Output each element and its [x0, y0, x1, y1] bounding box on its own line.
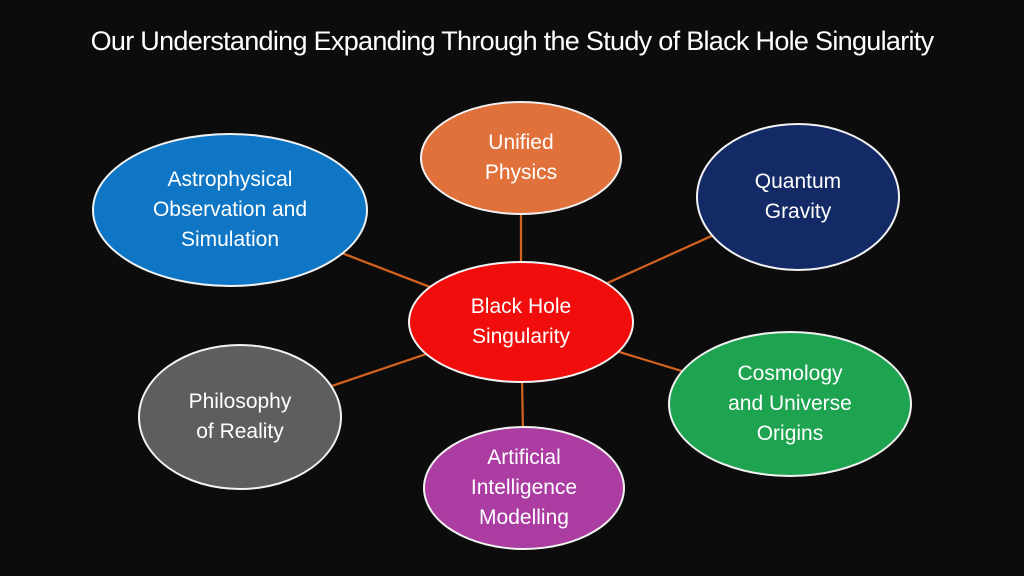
label-line: Singularity [471, 325, 571, 348]
label-line: Black Hole [470, 295, 572, 318]
label-line: Origins [756, 422, 824, 445]
label-line: Artificial [487, 446, 561, 469]
node-cosmology-origins: Cosmology and Universe Origins [668, 331, 912, 477]
node-label-astrophysical-observation: Astrophysical Observation and Simulation [153, 165, 307, 255]
node-label-philosophy-reality: Philosophy of Reality [189, 387, 292, 447]
node-label-black-hole-singularity: Black Hole Singularity [471, 292, 571, 352]
label-line: Unified [488, 131, 554, 154]
label-line: Modelling [479, 506, 569, 529]
node-quantum-gravity: Quantum Gravity [696, 123, 900, 271]
label-line: Intelligence [470, 476, 578, 499]
label-line: Gravity [764, 200, 832, 223]
slide-title: Our Understanding Expanding Through the … [90, 26, 935, 56]
node-label-unified-physics: Unified Physics [485, 128, 557, 188]
node-label-cosmology-origins: Cosmology and Universe Origins [728, 359, 852, 449]
label-line: Astrophysical [167, 168, 293, 191]
label-line: Physics [484, 161, 558, 184]
node-black-hole-singularity: Black Hole Singularity [408, 261, 634, 383]
label-line: Cosmology [737, 362, 843, 385]
node-astrophysical-observation: Astrophysical Observation and Simulation [92, 133, 368, 287]
node-unified-physics: Unified Physics [420, 101, 622, 215]
node-philosophy-reality: Philosophy of Reality [138, 344, 342, 490]
node-label-ai-modelling: Artificial Intelligence Modelling [471, 443, 577, 533]
label-line: of Reality [196, 420, 284, 443]
label-line: Quantum [754, 170, 842, 193]
label-line: Observation and [152, 198, 308, 221]
label-line: Simulation [180, 228, 280, 251]
node-ai-modelling: Artificial Intelligence Modelling [423, 426, 625, 550]
label-line: and Universe [728, 392, 852, 415]
node-label-quantum-gravity: Quantum Gravity [755, 167, 841, 227]
label-line: Philosophy [188, 390, 292, 413]
